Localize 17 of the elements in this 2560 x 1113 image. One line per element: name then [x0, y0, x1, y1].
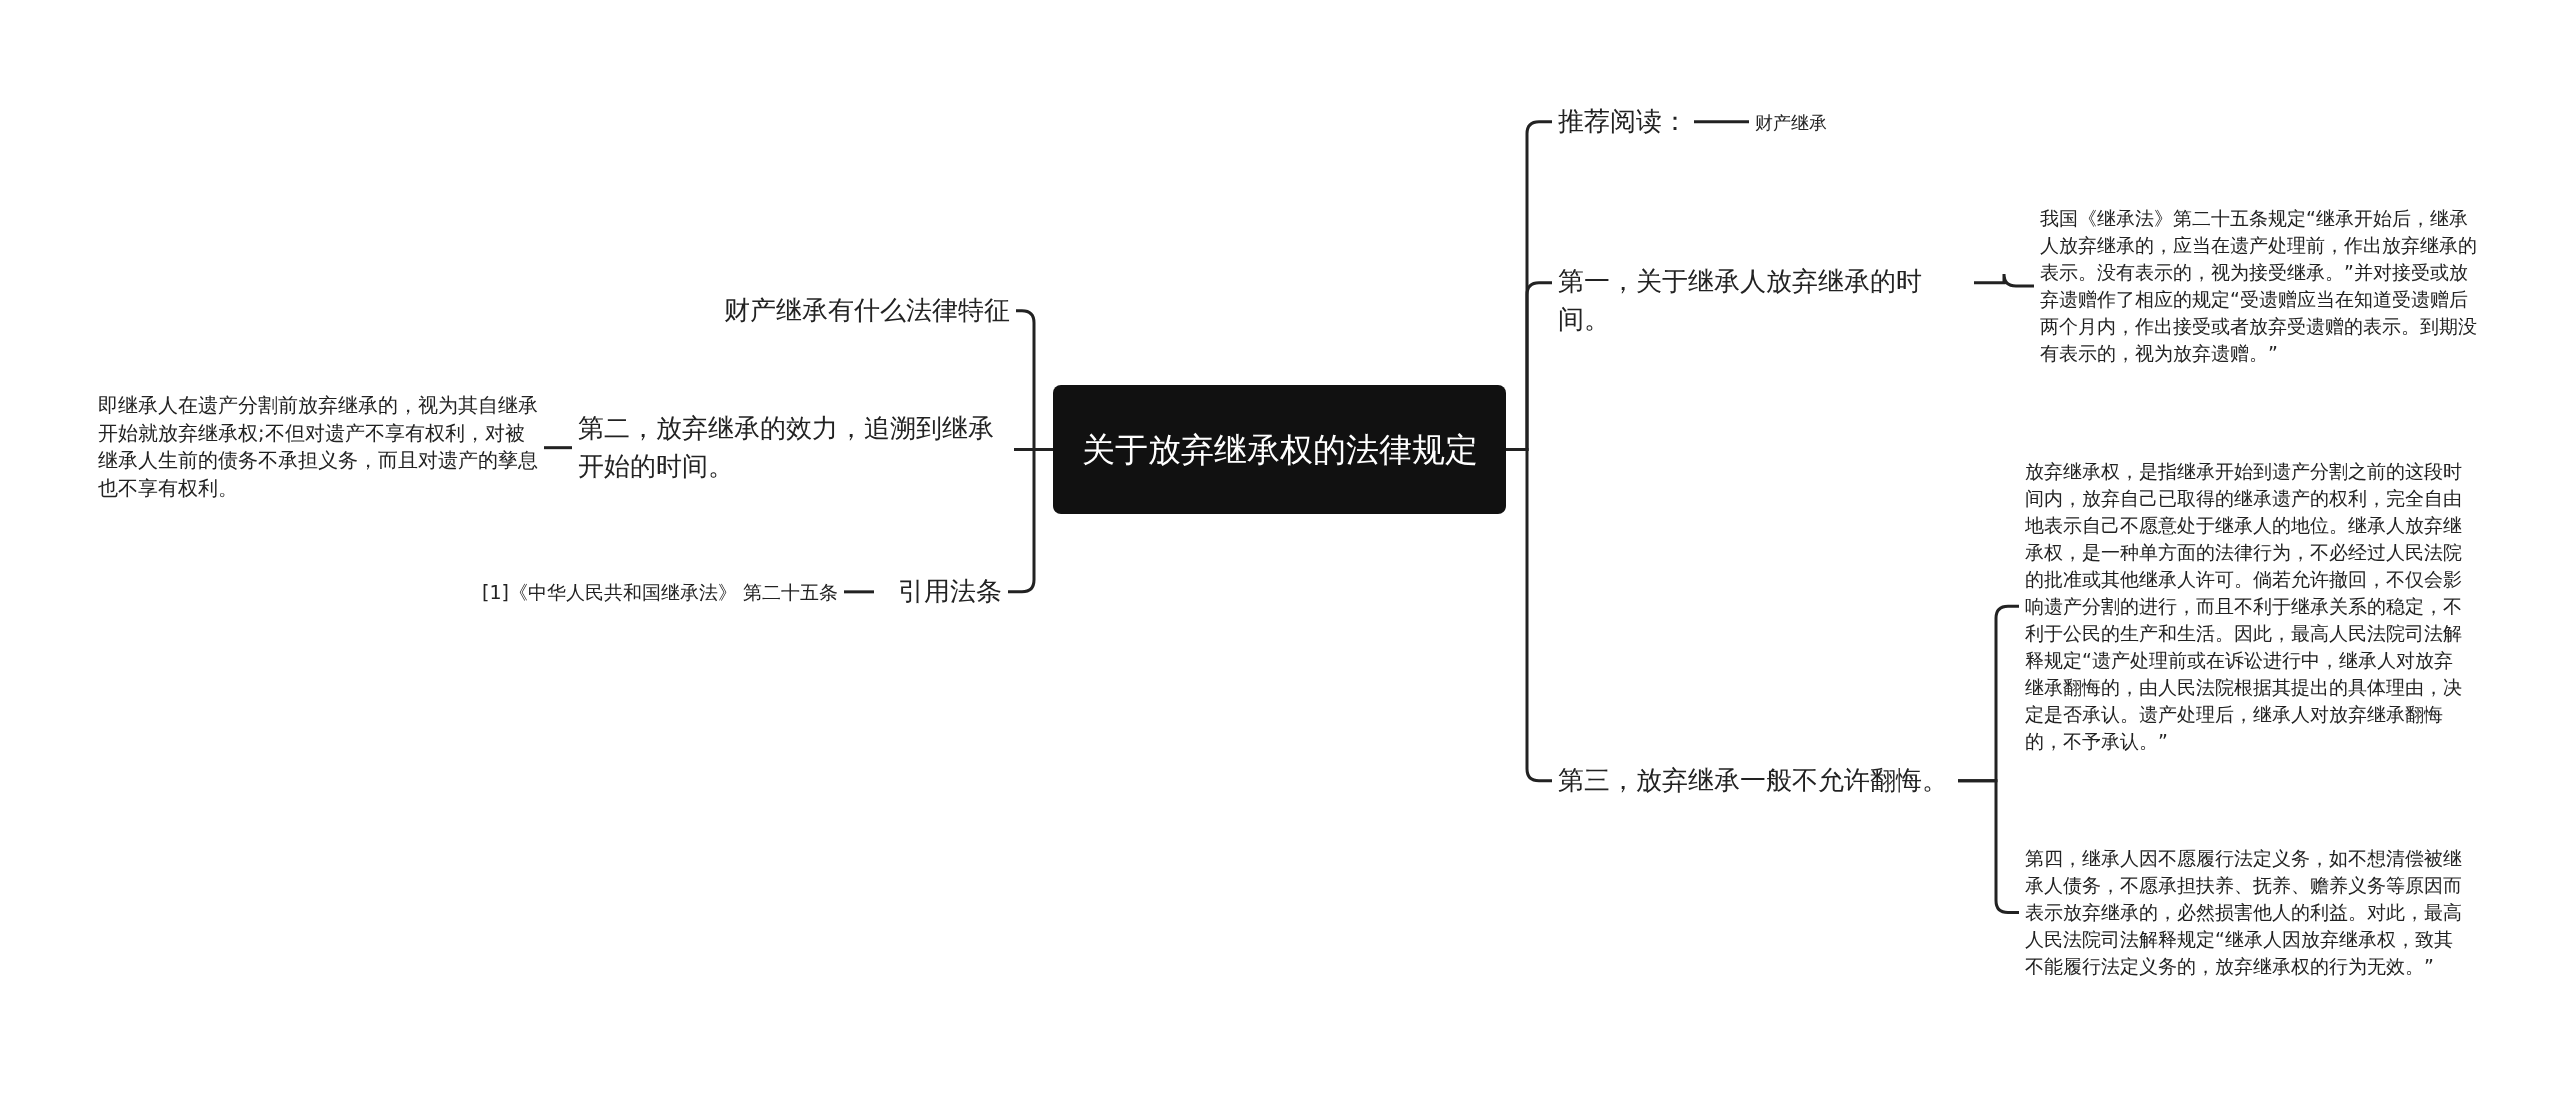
topic-text: 第三，放弃继承一般不允许翻悔。: [1558, 762, 1958, 800]
note-text: [1]《中华人民共和国继承法》 第二十五条: [420, 579, 838, 606]
note-text: 即继承人在遗产分割前放弃继承的，视为其自继承开始就放弃继承权;不但对遗产不享有权利，对被继承人生前的债务不承担义务，而且对遗产的孳息也不享有权利。: [98, 392, 538, 503]
note-text: 第四，继承人因不愿履行法定义务，如不想清偿被继承人债务，不愿承担扶养、抚养、赡养义务等原因而表示放弃继承的，必然损害他人的利益。对此，最高人民法院司法解释规定“继承人因放弃继承权，致其不能履行法定义务的，放弃继承权的行为无效。”: [2025, 845, 2465, 980]
central-topic-box: 关于放弃继承权的法律规定: [1053, 385, 1506, 514]
note-text: 放弃继承权，是指继承开始到遗产分割之前的这段时间内，放弃自己已取得的继承遗产的权利，完全自由地表示自己不愿意处于继承人的地位。继承人放弃继承权，是一种单方面的法律行为，不必经过人民法院的批准或其他继承人许可。倘若允许撤回，不仅会影响遗产分割的进行，而且不利于继承关系的稳定，不利于公民的生产和生活。因此，最高人民法院司法解释规定“遗产处理前或在诉讼进行中，继承人对放弃继承翻悔的，由人民法院根据其提出的具体理由，决定是否承认。遗产处理后，继承人对放弃继承翻悔的，不予承认。”: [2025, 458, 2465, 755]
connector-line: [1974, 272, 2034, 288]
topic-text: 财产继承有什么法律特征: [690, 292, 1010, 330]
note-text: 财产继承: [1755, 110, 1855, 136]
connector-line: [844, 590, 874, 594]
connector-line: [544, 446, 572, 450]
topic-text: 引用法条: [880, 573, 1002, 611]
connector-line: [1694, 120, 1749, 124]
topic-text: 第一，关于继承人放弃继承的时间。: [1558, 263, 1968, 339]
topic-text: 第二，放弃继承的效力，追溯到继承开始的时间。: [578, 410, 1008, 486]
note-text: 我国《继承法》第二十五条规定“继承开始后，继承人放弃继承的，应当在遗产处理前，作出放弃继承的表示。没有表示的，视为接受继承。”并对接受或放弃遗赠作了相应的规定“受遗赠应当在知道受遗赠后两个月内，作出接受或者放弃受遗赠的表示。到期没有表示的，视为放弃遗赠。”: [2040, 205, 2480, 367]
topic-text: 推荐阅读：: [1558, 103, 1688, 141]
